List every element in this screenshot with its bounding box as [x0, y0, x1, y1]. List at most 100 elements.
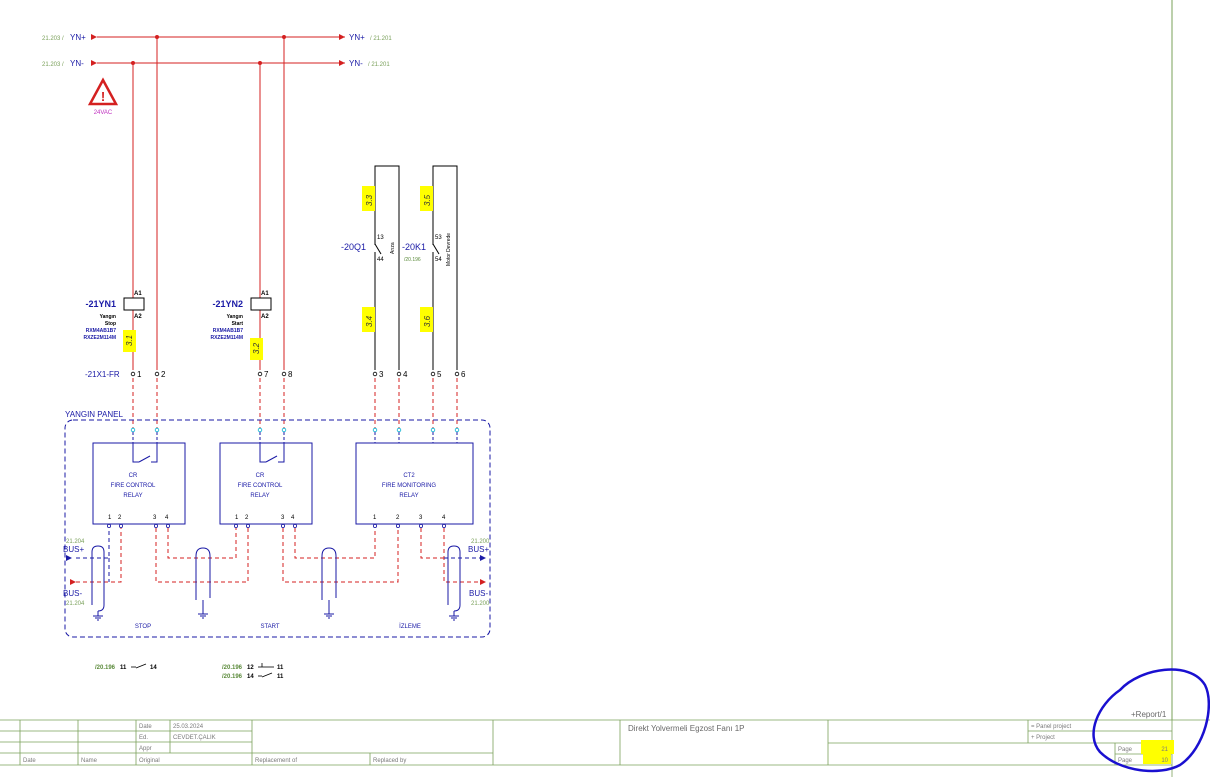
power-rails: 21.203 / YN+ 21.203 / YN- YN+ / 21.201 Y…: [42, 33, 392, 68]
panel-connectors: [130, 427, 460, 433]
annotation-circle: [1092, 668, 1210, 773]
module-term: 3: [153, 515, 157, 521]
coil-a1: A1: [134, 291, 142, 297]
rail-ref-left-plus: 21.203 /: [42, 36, 64, 42]
cable-shields: [91, 545, 461, 612]
bus-ref-left-top: 21.204: [66, 539, 85, 545]
module-start: CR FIRE CONTROL RELAY 1 2 3 4 START: [219, 442, 313, 630]
rail-label-left-minus: YN-: [70, 59, 84, 68]
xref-a: 11: [120, 665, 127, 671]
tb-replacement: Replacement of: [255, 758, 297, 764]
ref-highlight: [123, 330, 136, 352]
bus-arrows: [66, 555, 486, 585]
ref-highlight: [250, 338, 263, 360]
module-inputs: [132, 432, 458, 443]
section-label: STOP: [135, 624, 151, 630]
module-line1: FIRE MONITORING: [382, 483, 437, 489]
bus-wiring-blue: [76, 528, 480, 582]
tb-total-label: Page: [1118, 758, 1133, 764]
module-code: CT2: [403, 473, 415, 479]
xref-b: 11: [277, 674, 284, 680]
ref-highlight: [362, 307, 375, 332]
rail-label-right-plus: YN+: [349, 33, 365, 42]
module-line1: FIRE CONTROL: [111, 483, 156, 489]
bus-plus-left: BUS+: [63, 545, 84, 554]
tb-col-date: Date: [23, 758, 36, 764]
contact-tag: -20K1: [402, 242, 426, 252]
xref-a: 14: [247, 674, 254, 680]
xref-b: 11: [277, 665, 284, 671]
junction-dots: [131, 35, 286, 65]
contact-desc: Arıza: [390, 242, 396, 254]
page-highlight: [1141, 740, 1174, 754]
module-term: 4: [291, 515, 295, 521]
title-block: [0, 719, 1210, 777]
field-wires: [132, 378, 458, 428]
bus-ref-right-bot: 21.200: [471, 601, 490, 607]
contact-desc: Motor Devrede: [446, 233, 452, 266]
tb-page-label: Page: [1118, 747, 1133, 753]
bus-minus-right: BUS-: [469, 589, 488, 598]
xref-page: /20.196: [222, 674, 243, 680]
contact-term1: 13: [377, 235, 384, 241]
terminal-number: 6: [461, 370, 466, 379]
svg-text:!: !: [101, 89, 105, 104]
terminal-number: 2: [161, 370, 166, 379]
module-line2: RELAY: [123, 493, 142, 499]
rail-arrow: [339, 60, 345, 66]
tb-date-value: 25.03.2024: [173, 724, 204, 730]
ref-highlight: [420, 186, 433, 211]
contact-term1: 53: [435, 235, 442, 241]
rail-label-right-minus: YN-: [349, 59, 363, 68]
tb-project: + Project: [1031, 735, 1055, 741]
coil-symbol: [123, 297, 145, 311]
xref-page: /20.196: [222, 665, 243, 671]
module-term: 1: [108, 515, 112, 521]
module-line2: RELAY: [399, 493, 418, 499]
relay-21yn2: A1 A2 -21YN2 Yangın Start RXM4AB1B7 RXZE…: [210, 291, 272, 360]
tb-ed-value: CEVDET.ÇALIK: [173, 735, 216, 741]
xref-b: 14: [150, 665, 157, 671]
contact-20q1: -20Q1 13 44 Arıza 3.3 3.4: [341, 186, 396, 332]
terminal-strip: -21X1-FR 1 2 7 8 3 4 5 6: [85, 370, 466, 379]
xref-page: /20.196: [95, 665, 116, 671]
coil-a1: A1: [261, 291, 269, 297]
relay-desc1: Yangın: [100, 314, 116, 320]
coil-wires: [132, 37, 285, 370]
tb-title: Direkt Yolvermeli Egzost Fanı 1P: [628, 724, 745, 733]
relay-desc1: Yangın: [227, 314, 243, 320]
coil-a2: A2: [134, 314, 142, 320]
cross-ref-right: /20.196 12 11 /20.196 14 11: [222, 663, 284, 680]
module-code: CR: [256, 473, 265, 479]
relay-part2: RXZE2M114M: [83, 335, 116, 341]
coil-a2: A2: [261, 314, 269, 320]
module-stop: CR FIRE CONTROL RELAY 1 2 3 4 STOP: [92, 442, 186, 630]
tb-replaced: Replaced by: [373, 758, 406, 764]
module-monitor: CT2 FIRE MONITORING RELAY 1 2 3 4 İZLEME: [355, 442, 474, 630]
ref-top: 3.5: [423, 194, 432, 206]
module-line2: RELAY: [250, 493, 269, 499]
module-term: 2: [118, 515, 122, 521]
rail-arrow: [91, 60, 97, 66]
terminal-number: 4: [403, 370, 408, 379]
module-term: 4: [165, 515, 169, 521]
bus-plus-right: BUS+: [468, 545, 489, 554]
warning-voltage: 24VAC: [94, 110, 113, 116]
contact-sub: /20.196: [404, 257, 421, 263]
module-term: 1: [373, 515, 377, 521]
terminal-number: 8: [288, 370, 293, 379]
ref-label: 3.1: [125, 335, 134, 346]
terminal-number: 5: [437, 370, 442, 379]
relay-part1: RXM4AB1B7: [86, 328, 117, 334]
module-term: 4: [442, 515, 446, 521]
tb-report: +Report/1: [1131, 710, 1167, 719]
ref-label: 3.2: [252, 342, 261, 354]
bus-ref-left-bot: 21.204: [66, 601, 85, 607]
contact-term2: 54: [435, 257, 442, 263]
coil-symbol: [250, 297, 272, 311]
tb-original-label: Original: [139, 758, 160, 764]
relay-desc2: Start: [232, 321, 244, 327]
rail-ref-right-minus: / 21.201: [368, 62, 390, 68]
contact-term2: 44: [377, 257, 384, 263]
